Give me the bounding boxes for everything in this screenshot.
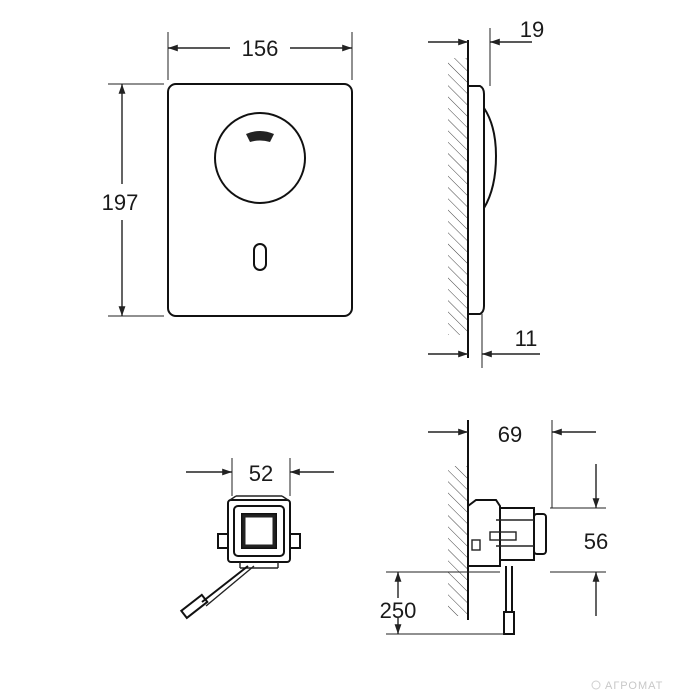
front-view: 156 197 — [102, 32, 353, 317]
module-body — [227, 499, 291, 563]
button-profile — [483, 107, 498, 209]
dim-front-width: 156 — [242, 36, 279, 61]
watermark: АГРОМАТ — [591, 680, 663, 692]
dim-side-depth-top: 19 — [520, 17, 544, 42]
box-side-view: 69 56 250 — [380, 420, 608, 635]
dim-module-width: 52 — [249, 461, 273, 486]
sensor-window-icon — [246, 131, 274, 142]
dim-front-height: 197 — [102, 190, 139, 215]
module-clip-right — [289, 533, 301, 549]
module-cable — [201, 565, 249, 603]
dim-box-depth: 69 — [498, 422, 522, 447]
module-connector — [179, 593, 209, 620]
box-flange — [467, 499, 501, 567]
side-view: 19 11 — [428, 17, 544, 368]
module-top-tab-right — [281, 495, 289, 501]
watermark-text: АГРОМАТ — [605, 680, 663, 692]
plate-profile — [468, 85, 485, 315]
dim-side-depth-bottom: 11 — [515, 326, 538, 351]
box-clip — [471, 539, 481, 551]
module-frame — [233, 505, 285, 557]
wall-hatch — [448, 58, 468, 335]
module-clip-left — [217, 533, 229, 549]
module-top-tab-left — [229, 495, 237, 501]
front-plate-outline — [167, 83, 353, 317]
flush-button-circle — [214, 112, 306, 204]
module-front-view: 52 — [179, 458, 334, 620]
dim-box-height: 56 — [584, 529, 608, 554]
box-connector — [503, 611, 515, 635]
module-cable-edge — [205, 565, 255, 607]
watermark-logo-icon — [591, 680, 601, 690]
box-body — [499, 507, 535, 561]
dim-cable-length: 250 — [380, 598, 417, 623]
box-cap — [533, 513, 547, 555]
box-detail-3 — [489, 531, 517, 541]
module-window — [241, 513, 277, 549]
module-window-inner — [242, 514, 276, 548]
box-wall-hatch — [448, 466, 468, 616]
sensor-slot — [253, 243, 267, 271]
